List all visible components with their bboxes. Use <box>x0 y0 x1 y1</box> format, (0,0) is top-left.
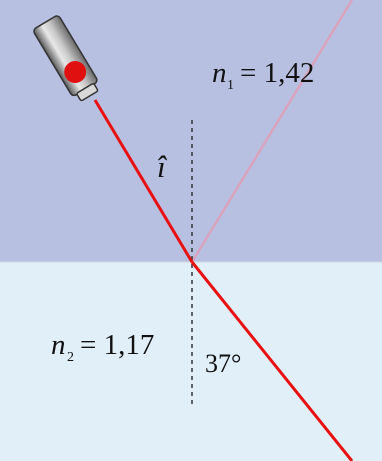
refraction-angle-label: 37° <box>205 349 241 378</box>
incidence-angle-symbol: î <box>157 149 167 184</box>
n1-value: = 1,42 <box>240 57 314 89</box>
upper-index-label: n 1 = 1,42 <box>212 57 314 93</box>
n2-subscript: 2 <box>67 350 74 365</box>
incident-ray <box>93 99 194 263</box>
laser-emitter-dot <box>64 61 87 84</box>
lower-medium <box>0 262 382 461</box>
n1-subscript: 1 <box>227 78 234 93</box>
n2-symbol: n <box>51 329 66 361</box>
laser-pointer <box>33 15 99 102</box>
n1-symbol: n <box>212 57 227 89</box>
n2-value: = 1,17 <box>80 329 154 361</box>
reflected-ray <box>190 0 354 263</box>
laser-tip <box>76 83 99 102</box>
refracted-ray <box>190 261 354 461</box>
lower-index-label: n 2 = 1,17 <box>51 329 154 365</box>
